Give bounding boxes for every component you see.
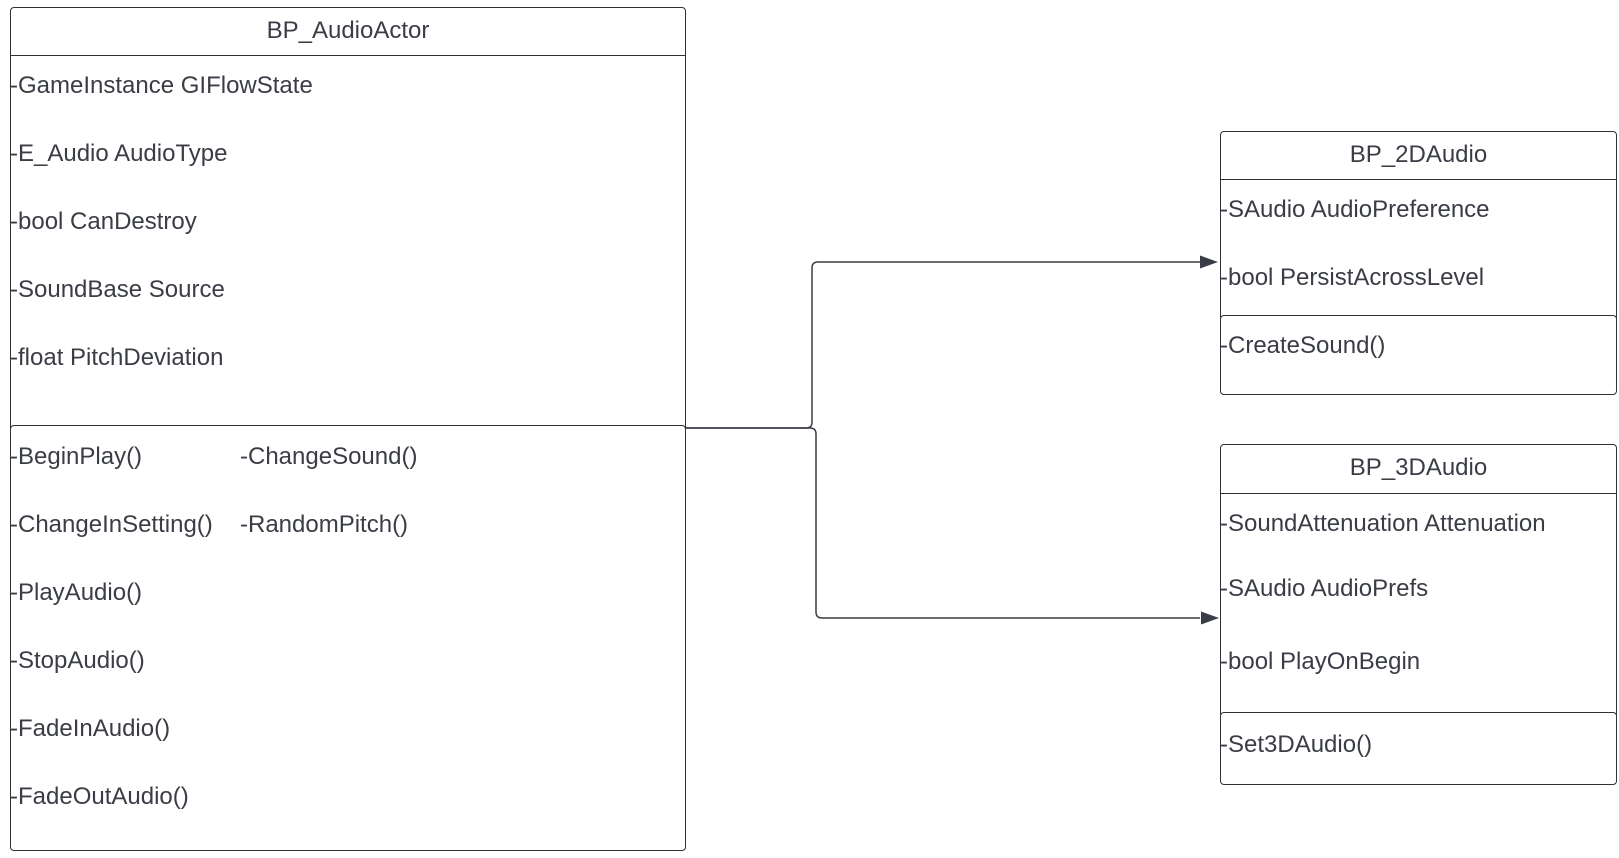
audioactor-attributes-section <box>10 53 686 429</box>
3daudio-attribute: -SoundAttenuation Attenuation <box>1220 510 1546 537</box>
audioactor-attribute: -SoundBase Source <box>10 276 225 303</box>
arrowhead-2d <box>1200 255 1218 269</box>
arrowhead-3d <box>1201 611 1219 625</box>
2daudio-attribute: -bool PersistAcrossLevel <box>1220 264 1485 291</box>
3daudio-class-name: BP_3DAudio <box>1349 454 1488 481</box>
audioactor-class-name: BP_AudioActor <box>266 17 430 44</box>
audioactor-attribute: -E_Audio AudioType <box>10 140 228 167</box>
audioactor-title-box: BP_AudioActor <box>10 7 686 56</box>
audioactor-attribute: -bool CanDestroy <box>10 208 197 235</box>
3daudio-attribute: -SAudio AudioPrefs <box>1220 575 1429 602</box>
2daudio-attribute: -SAudio AudioPreference <box>1220 196 1490 223</box>
2daudio-class-name: BP_2DAudio <box>1349 141 1488 168</box>
2daudio-method: -CreateSound() <box>1220 332 1386 359</box>
audioactor-method: -StopAudio() <box>10 647 145 674</box>
audioactor-attribute: -GameInstance GIFlowState <box>10 72 313 99</box>
audioactor-method: -PlayAudio() <box>10 579 143 606</box>
audioactor-method: -RandomPitch() <box>240 511 409 538</box>
2daudio-title-box: BP_2DAudio <box>1220 131 1617 180</box>
audioactor-method: -ChangeSound() <box>240 443 418 470</box>
2daudio-attributes-section <box>1220 177 1617 318</box>
audioactor-method: -ChangeInSetting() <box>10 511 213 538</box>
3daudio-attributes-section <box>1220 491 1617 715</box>
connector-to-3d <box>686 427 1200 619</box>
2daudio-methods-section <box>1220 315 1617 395</box>
audioactor-method: -FadeInAudio() <box>10 715 171 742</box>
audioactor-method: -BeginPlay() <box>10 443 143 470</box>
audioactor-method: -FadeOutAudio() <box>10 783 189 810</box>
audioactor-methods-section <box>10 425 686 851</box>
3daudio-methods-section <box>1220 712 1617 785</box>
audioactor-attribute: -float PitchDeviation <box>10 344 224 371</box>
3daudio-method: -Set3DAudio() <box>1220 731 1373 758</box>
connector-to-2d <box>686 261 1205 429</box>
3daudio-title-box: BP_3DAudio <box>1220 444 1617 494</box>
3daudio-attribute: -bool PlayOnBegin <box>1220 648 1421 675</box>
